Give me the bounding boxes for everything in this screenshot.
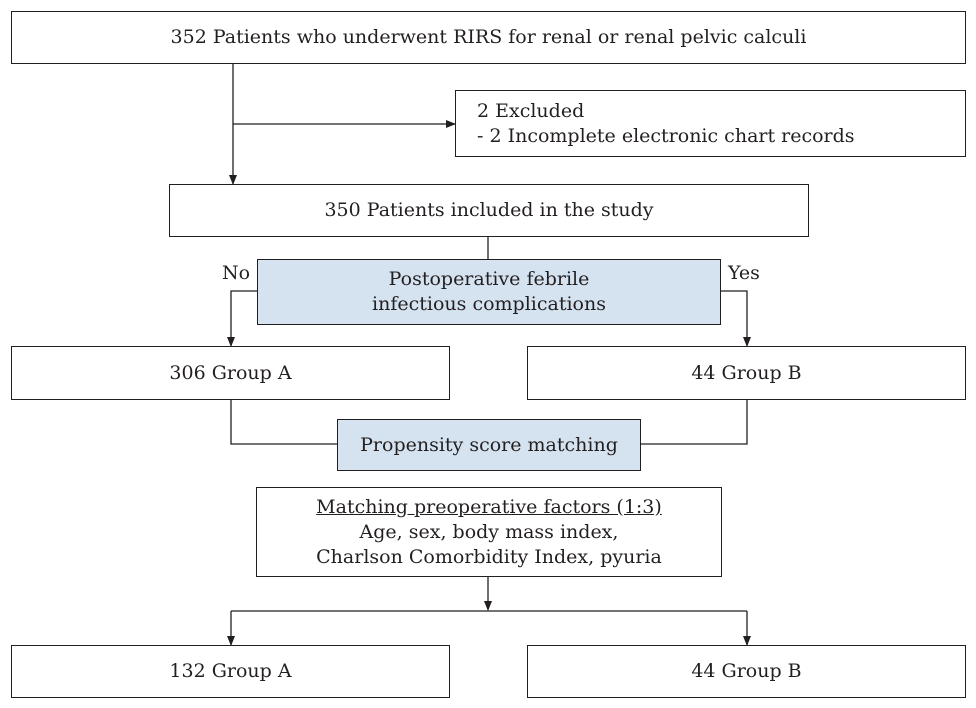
group-a-initial-text: 306 Group A [169, 361, 292, 384]
group-b-matched-box: 44 Group B [527, 645, 966, 698]
excluded-box: 2 Excluded - 2 Incomplete electronic cha… [455, 90, 966, 157]
no-branch-arrow [227, 290, 257, 347]
group-b-initial-box: 44 Group B [527, 346, 966, 400]
yes-label: Yes [728, 262, 760, 284]
group-b-initial-text: 44 Group B [691, 361, 802, 384]
group-a-matched-box: 132 Group A [11, 645, 450, 698]
group-a-matched-text: 132 Group A [169, 660, 292, 682]
complications-line-1: Postoperative febrile [388, 268, 590, 290]
no-label: No [222, 262, 251, 284]
complications-line-2: infectious complications [372, 293, 606, 315]
matching-factors-box: Matching preoperative factors (1:3) Age,… [256, 487, 722, 577]
matching-factors-line-1: Age, sex, body mass index, [359, 520, 619, 543]
propensity-matching-box: Propensity score matching [337, 419, 641, 471]
total-patients-text: 352 Patients who underwent RIRS for rena… [170, 26, 807, 48]
excluded-count: 2 Excluded [477, 99, 585, 122]
total-patients-box: 352 Patients who underwent RIRS for rena… [11, 11, 966, 64]
matching-factors-heading: Matching preoperative factors (1:3) [316, 495, 662, 518]
excluded-reason: - 2 Incomplete electronic chart records [477, 124, 855, 147]
included-text: 350 Patients included in the study [324, 199, 654, 221]
propensity-matching-text: Propensity score matching [360, 433, 618, 456]
complications-decision-box: Postoperative febrile infectious complic… [257, 259, 721, 325]
yes-branch-arrow [721, 290, 751, 347]
group-a-to-psm-line [230, 400, 337, 445]
included-box: 350 Patients included in the study [169, 184, 809, 237]
group-b-to-psm-line [641, 400, 748, 445]
group-a-initial-box: 306 Group A [11, 346, 450, 400]
group-b-matched-text: 44 Group B [691, 660, 802, 682]
matching-factors-line-2: Charlson Comorbidity Index, pyuria [316, 545, 662, 568]
